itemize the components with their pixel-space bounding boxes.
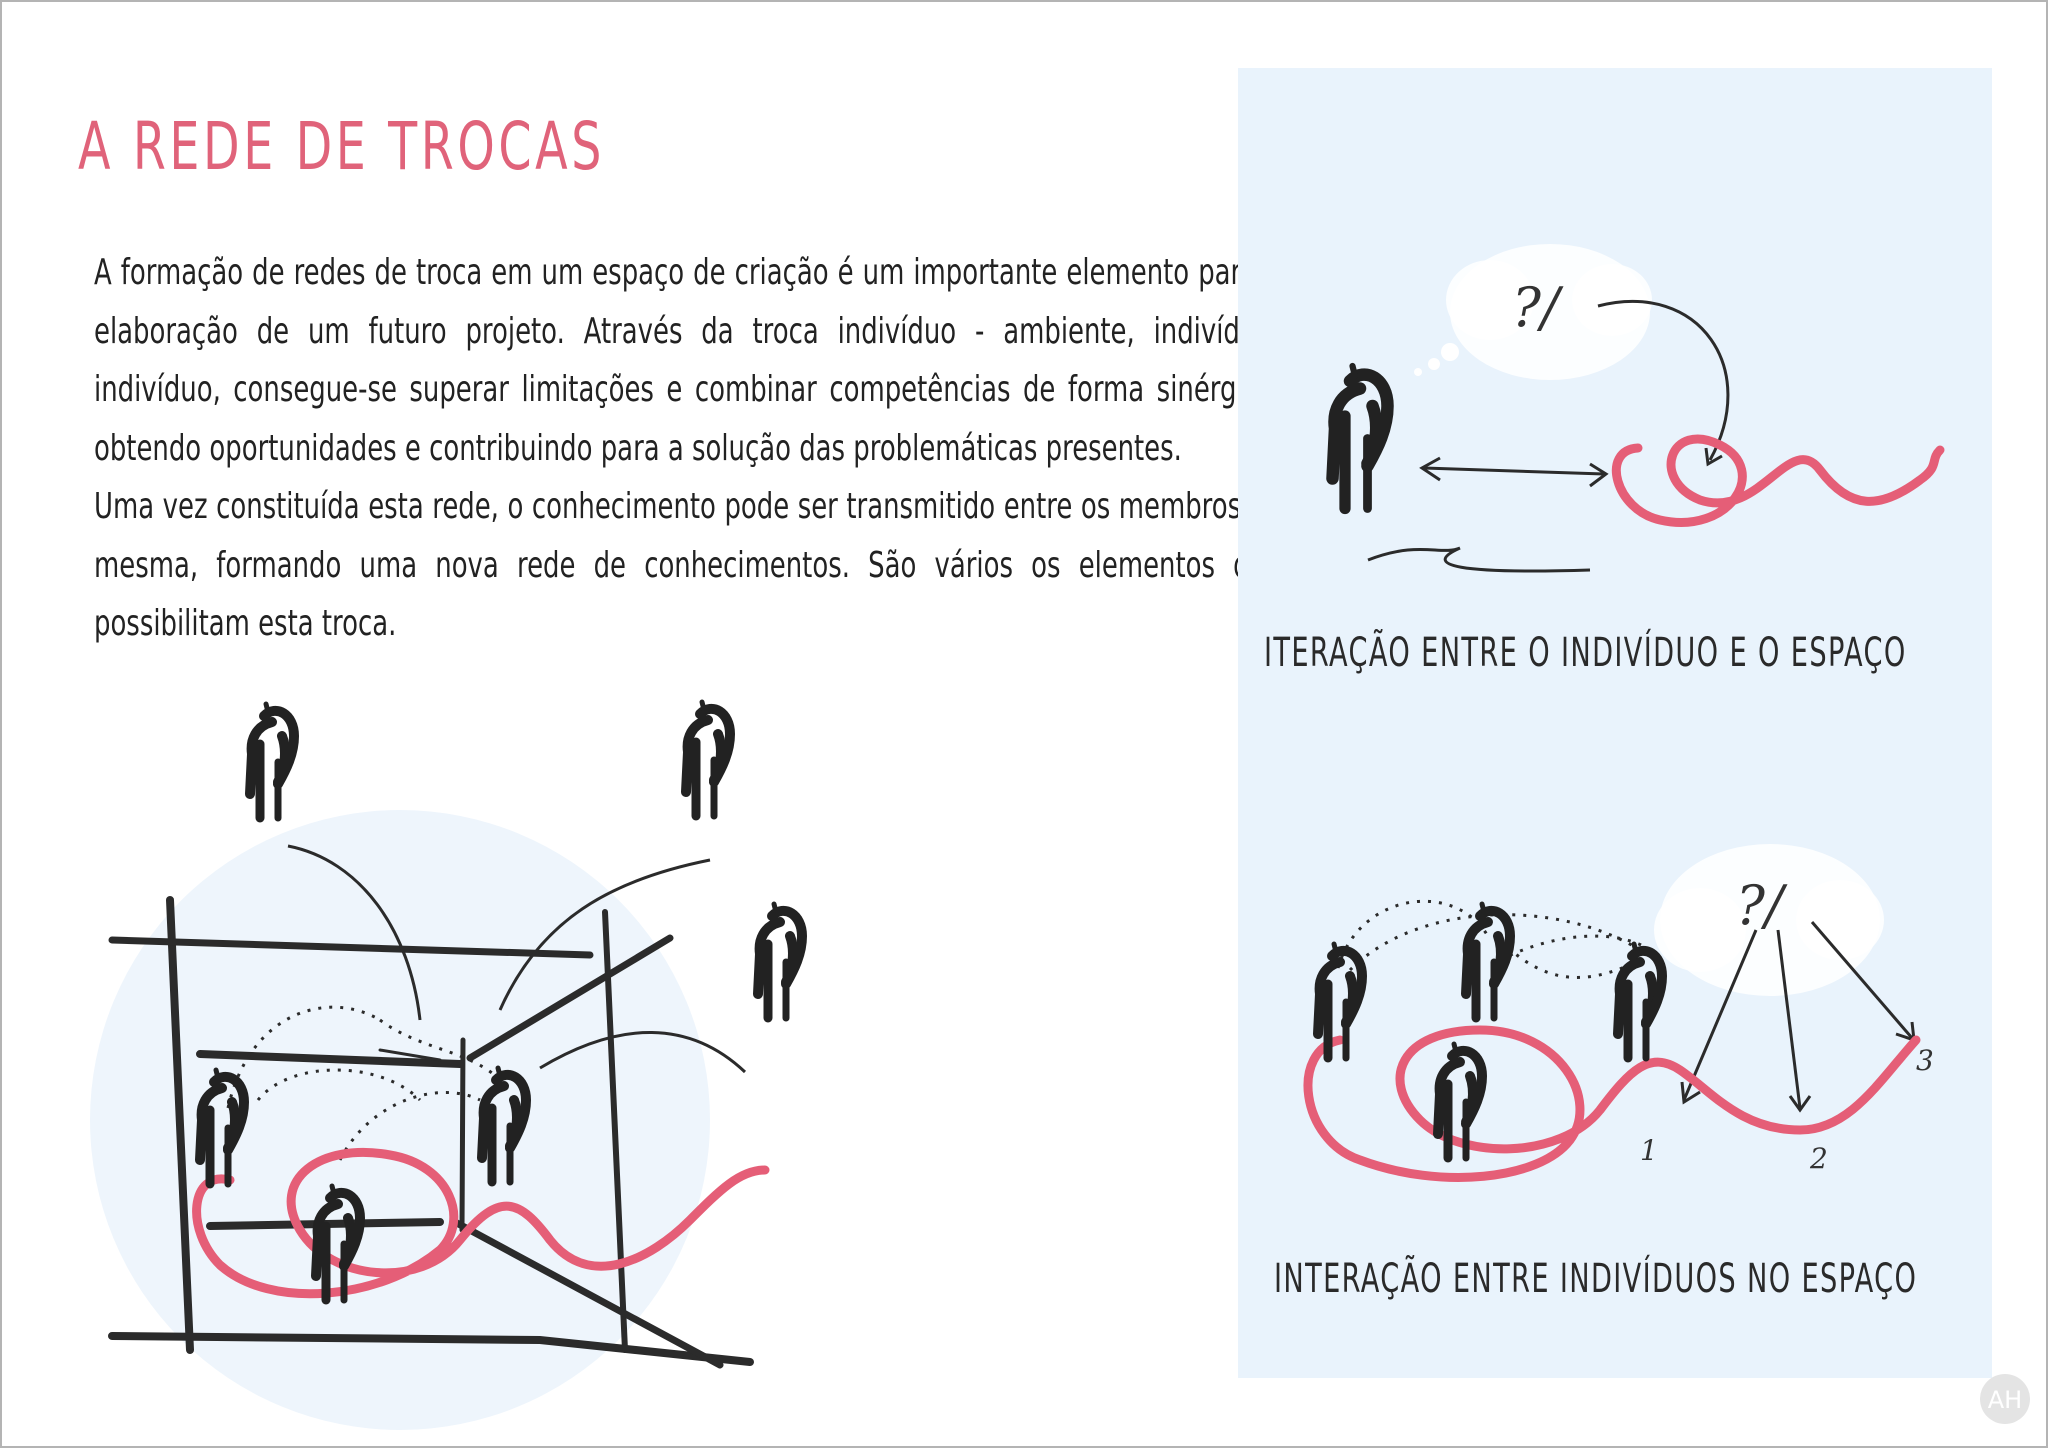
page-title: A REDE DE TROCAS	[78, 108, 606, 185]
watermark-text: AH	[1988, 1386, 2022, 1414]
person-figure-icon	[1333, 366, 1388, 509]
caption-individuals-space: INTERAÇÃO ENTRE INDIVÍDUOS NO ESPAÇO	[1274, 1256, 1918, 1302]
person-figure-icon	[1466, 904, 1510, 1018]
person-figure-icon	[758, 904, 802, 1018]
step-label-1: 1	[1640, 1134, 1658, 1167]
paragraph-2: Uma vez constituída esta rede, o conheci…	[94, 486, 1282, 644]
step-label-3: 3	[1916, 1044, 1934, 1077]
person-figure-icon	[1618, 944, 1662, 1058]
grid-frame-icon	[108, 896, 754, 1369]
rope-knot-icon	[1303, 1025, 1921, 1182]
dotted-links	[226, 1005, 502, 1161]
individuals-space-illustration: ?/ 1 2 3	[1303, 844, 1934, 1182]
thought-cloud-icon	[1654, 844, 1884, 996]
paragraph-1: A formação de redes de troca em um espaç…	[94, 252, 1282, 469]
exchange-curves	[287, 844, 747, 1074]
watermark-logo: AH	[1980, 1374, 2030, 1424]
person-figure-icon	[686, 702, 730, 816]
step-label-2: 2	[1809, 1142, 1828, 1175]
thought-cloud-icon	[1414, 244, 1652, 380]
rope-knot-icon	[192, 1147, 770, 1299]
individual-space-illustration: ?/	[1333, 244, 1945, 573]
thought-symbol: ?/	[1512, 276, 1564, 339]
caption-individual-space: ITERAÇÃO ENTRE O INDIVÍDUO E O ESPAÇO	[1264, 630, 1907, 676]
rope-knot-icon	[1611, 434, 1945, 527]
thought-symbol: ?/	[1736, 874, 1788, 937]
body-text: A formação de redes de troca em um espaç…	[94, 244, 1282, 654]
network-illustration	[90, 702, 802, 1430]
person-figure-icon	[250, 704, 294, 818]
double-arrow-icon	[1419, 456, 1609, 488]
